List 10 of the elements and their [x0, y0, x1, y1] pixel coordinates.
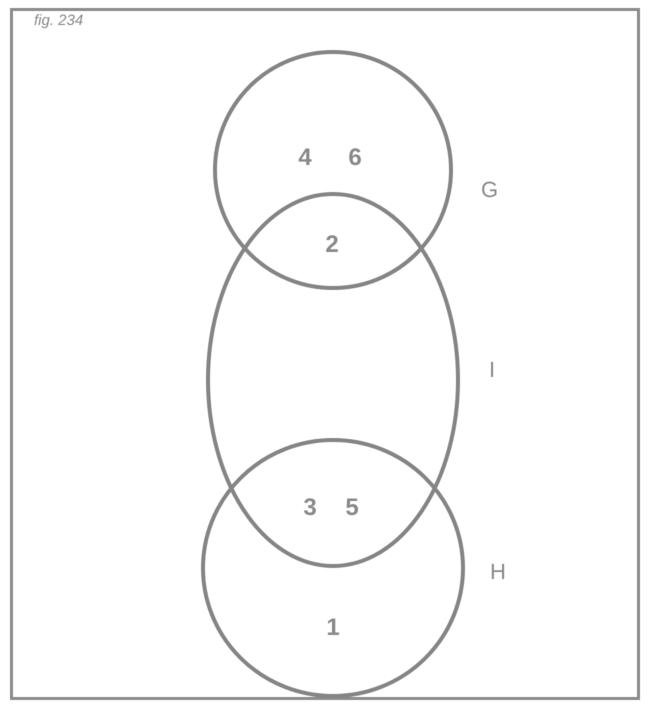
region-number: 5 [345, 495, 359, 521]
figure-title: fig. 234 [34, 12, 84, 29]
region-number: 2 [325, 232, 339, 258]
region-number: 6 [348, 145, 362, 171]
set-label: G [481, 178, 498, 202]
set-label: H [490, 560, 506, 584]
region-number: 1 [326, 615, 340, 641]
region-number: 4 [298, 145, 312, 171]
set-label: I [489, 358, 496, 382]
region-number: 3 [303, 495, 317, 521]
